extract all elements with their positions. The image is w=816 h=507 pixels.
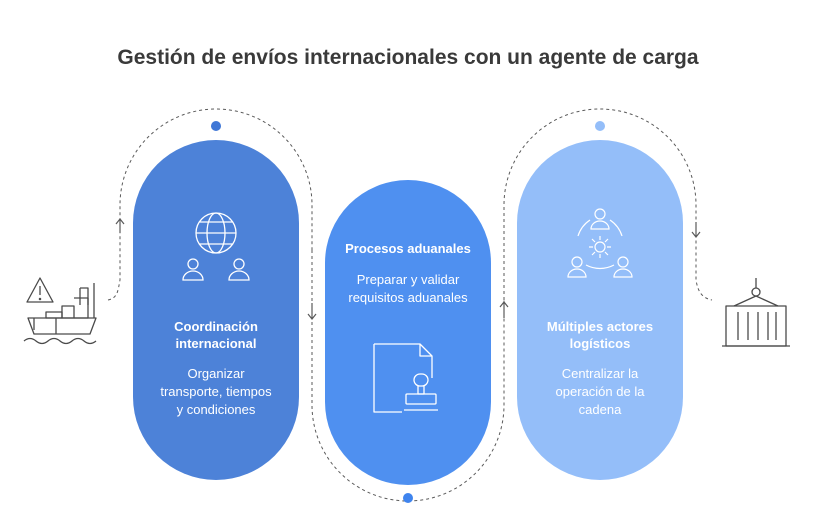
step-heading-line: Múltiples actores	[546, 319, 654, 334]
document-stamp-icon	[373, 343, 438, 413]
step-description: Preparar y validar requisitos aduanales	[325, 271, 491, 307]
step-description: Organizar transporte, tiempos y condicio…	[133, 365, 299, 419]
cargo-ship-warning-icon	[23, 277, 97, 345]
shipping-container-crane-icon	[722, 278, 790, 347]
step-description-line: operación de la	[555, 384, 645, 399]
step-card-1-text: Coordinación internacional Organizar tra…	[133, 140, 299, 480]
step-card-3-text: Múltiples actores logísticos Centralizar…	[517, 140, 683, 480]
step-card-2-text: Procesos aduanales Preparar y validar re…	[325, 180, 491, 485]
step-card-3	[517, 140, 683, 480]
step-heading-line: Procesos aduanales	[345, 241, 471, 256]
step-heading-line: Coordinación	[174, 319, 258, 334]
connector-dot-2	[403, 493, 413, 503]
step-card-1	[133, 140, 299, 480]
step-heading-line: logísticos	[569, 336, 631, 351]
diagram-title: Gestión de envíos internacionales con un…	[117, 46, 699, 69]
step-description-line: transporte, tiempos	[160, 384, 272, 399]
connector-arc-1	[107, 108, 313, 301]
arrow-up-icon	[115, 218, 125, 233]
arrow-down-icon	[691, 222, 701, 238]
connector-dot-1	[211, 121, 221, 131]
step-description-line: Centralizar la	[561, 366, 639, 381]
step-heading: Múltiples actores logísticos	[517, 318, 683, 352]
globe-people-icon	[182, 212, 250, 281]
connector-arc-2	[311, 250, 505, 502]
arrow-up-icon	[499, 301, 509, 318]
step-description-line: Preparar y validar	[356, 272, 460, 287]
arrow-down-icon	[307, 303, 317, 320]
step-description-line: requisitos aduanales	[348, 290, 468, 305]
step-heading: Procesos aduanales	[325, 240, 491, 257]
step-description-line: y condiciones	[176, 402, 256, 417]
step-description-line: Organizar	[187, 366, 245, 381]
network-people-icon	[567, 208, 633, 278]
step-card-2	[325, 180, 491, 485]
step-heading-line: internacional	[175, 336, 257, 351]
step-description: Centralizar la operación de la cadena	[517, 365, 683, 419]
step-description-line: cadena	[578, 402, 622, 417]
step-heading: Coordinación internacional	[133, 318, 299, 352]
connector-dot-3	[595, 121, 605, 131]
